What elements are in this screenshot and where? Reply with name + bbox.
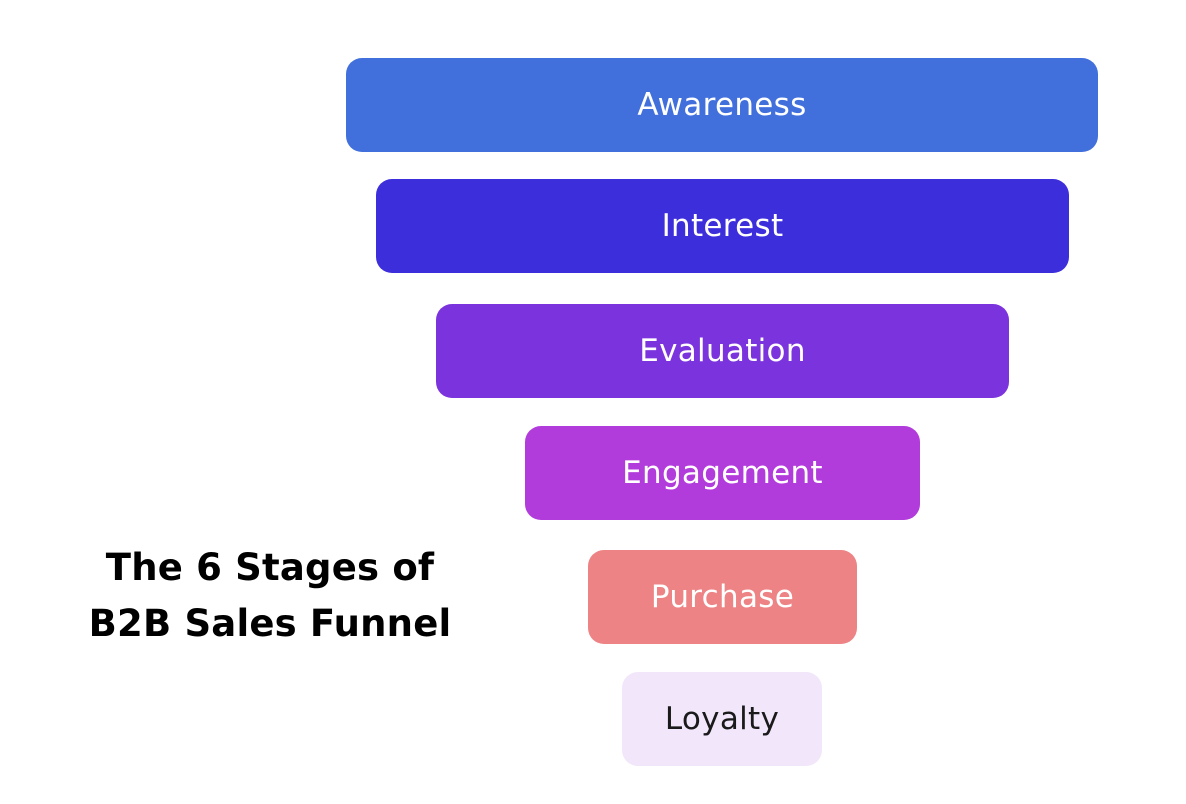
funnel-stage-label: Purchase — [650, 579, 795, 615]
funnel-stage-label: Awareness — [637, 87, 807, 123]
diagram-title-line-1: The 6 Stages of — [105, 546, 435, 589]
funnel-stage-label: Evaluation — [639, 333, 806, 369]
funnel-stage-label: Interest — [661, 208, 784, 244]
funnel-stage-awareness: Awareness — [346, 58, 1098, 152]
funnel-stage-label: Engagement — [622, 455, 823, 491]
funnel-stage-evaluation: Evaluation — [436, 304, 1009, 398]
funnel-stage-loyalty: Loyalty — [622, 672, 822, 766]
funnel-stage-label: Loyalty — [664, 701, 780, 737]
funnel-stage-interest: Interest — [376, 179, 1069, 273]
funnel-stage-engagement: Engagement — [525, 426, 920, 520]
funnel-stage-purchase: Purchase — [588, 550, 857, 644]
diagram-title-line-2: B2B Sales Funnel — [88, 602, 452, 645]
diagram-title: The 6 Stages of B2B Sales Funnel — [60, 540, 480, 652]
